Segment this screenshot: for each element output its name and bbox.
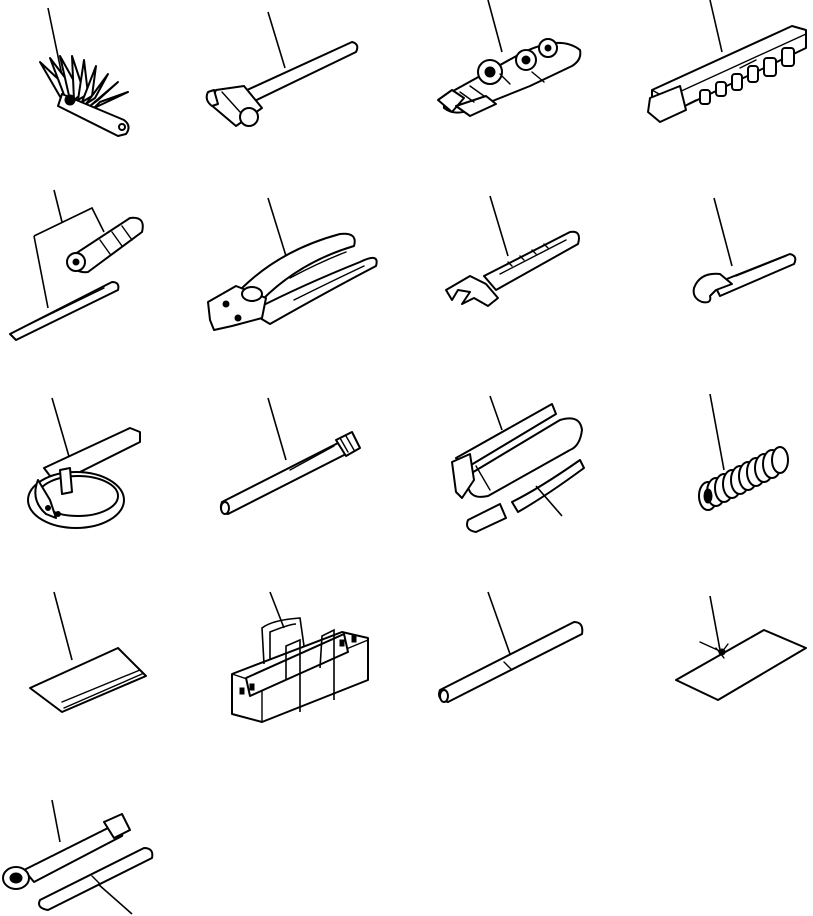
handle-bar (439, 592, 582, 702)
open-end-wrench (694, 198, 796, 302)
filter-wrench (28, 398, 140, 528)
socket-set-case (648, 0, 806, 122)
leader-line (54, 190, 62, 222)
grease-gun (452, 396, 584, 532)
leader-line (536, 486, 562, 516)
leader-line (54, 592, 72, 660)
adjustable-wrench (446, 196, 579, 306)
feeler-gauge (40, 8, 129, 136)
hammer (207, 12, 358, 126)
manual-sheet (30, 592, 146, 712)
leader-line (268, 12, 285, 68)
leader-line (710, 394, 724, 470)
tag-sheet (676, 596, 806, 700)
leader-line (268, 398, 286, 460)
leader-line (270, 592, 284, 628)
leader-line (52, 800, 60, 842)
leader-line (98, 884, 132, 914)
locking-pliers (438, 0, 580, 116)
leader-line (710, 0, 722, 52)
leader-line (490, 196, 508, 256)
leader-line (268, 198, 286, 256)
box-wrench-bar (3, 800, 152, 914)
extension-bar (221, 398, 360, 514)
leader-line (710, 596, 720, 650)
coil-spring (699, 394, 788, 510)
leader-line (490, 396, 502, 430)
leader-line (488, 0, 502, 52)
leader-line (714, 198, 732, 266)
leader-line (488, 592, 510, 654)
tool-bag (232, 592, 368, 722)
leader-line (52, 398, 70, 460)
screwdriver-set (10, 190, 143, 340)
slip-joint-pliers (208, 198, 377, 330)
